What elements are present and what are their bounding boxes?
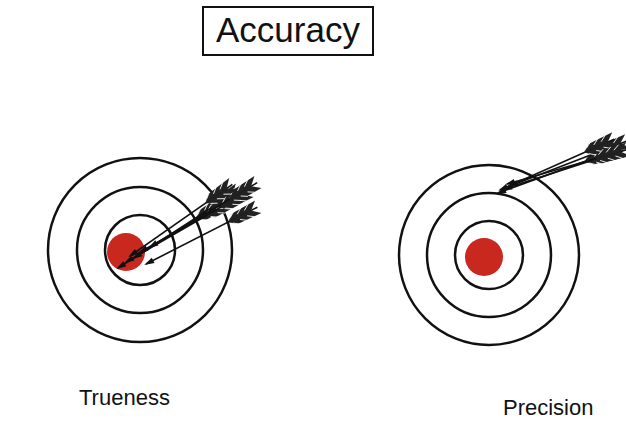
target-label: Trueness [79, 385, 170, 410]
target-right [399, 132, 626, 345]
target-left [48, 158, 262, 342]
title-box: Accuracy [202, 6, 374, 56]
target-label: Precision [503, 395, 593, 420]
